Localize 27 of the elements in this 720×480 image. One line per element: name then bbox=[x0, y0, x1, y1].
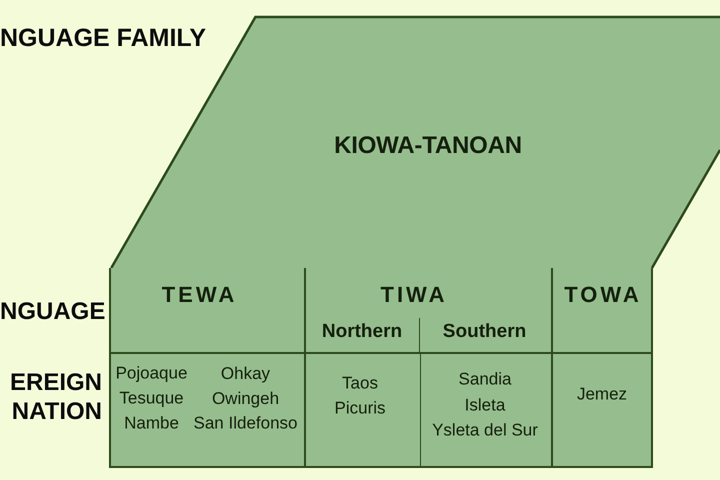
language-family-name: KIOWA-TANOAN bbox=[334, 132, 522, 160]
language-name: TOWA bbox=[564, 282, 642, 308]
row-label: NGUAGE FAMILY bbox=[0, 24, 208, 52]
nation-name: San Ildefonso bbox=[194, 412, 298, 434]
nation-name: Sandia bbox=[458, 368, 512, 390]
nation-name: Jemez bbox=[576, 384, 628, 406]
table-cell bbox=[108, 268, 306, 354]
nation-name: Nambe bbox=[124, 412, 179, 434]
table-cell bbox=[306, 354, 421, 468]
table-cell bbox=[306, 268, 554, 354]
table-cell bbox=[108, 354, 306, 468]
language-name: TEWA bbox=[162, 282, 238, 308]
nation-name: Ohkay Owingeh bbox=[210, 362, 280, 410]
nation-name: Ysleta del Sur bbox=[432, 420, 538, 442]
dialect-name: Southern bbox=[442, 321, 526, 343]
nation-name: Tesuque bbox=[119, 388, 184, 410]
nation-name: Taos bbox=[342, 372, 378, 394]
dialect-name: Northern bbox=[322, 321, 402, 343]
language-name: TIWA bbox=[380, 282, 448, 308]
table-cell bbox=[553, 354, 654, 468]
table-cell bbox=[420, 354, 554, 468]
row-label: EREIGN NATION bbox=[8, 368, 102, 426]
nation-name: Pojoaque bbox=[116, 362, 188, 384]
row-label: NGUAGE bbox=[0, 296, 106, 326]
nation-name: Picuris bbox=[334, 398, 386, 420]
nation-name: Isleta bbox=[464, 394, 506, 416]
table-cell bbox=[553, 268, 654, 354]
